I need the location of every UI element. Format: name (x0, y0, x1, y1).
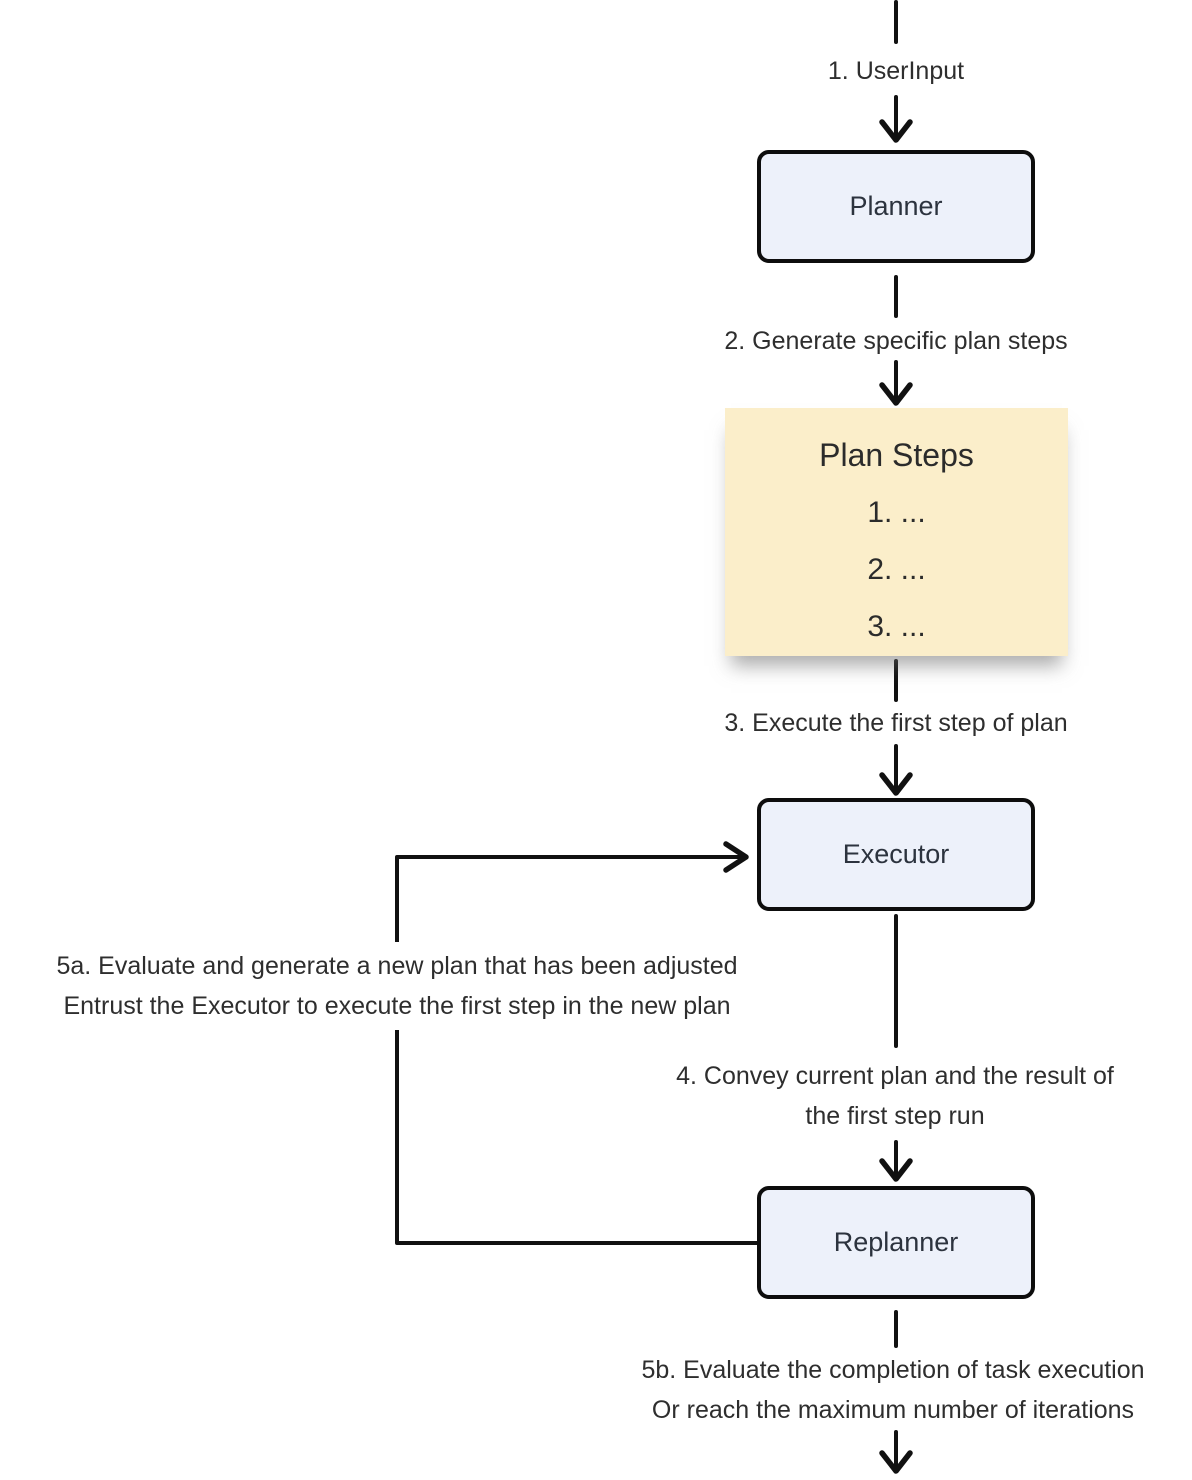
edge-userinput-to-planner (879, 95, 913, 143)
plan-step-item-2: 2. ... (867, 553, 926, 586)
plan-steps-box: Plan Steps 1. ... 2. ... 3. ... (725, 408, 1068, 656)
arrowhead-down-icon (879, 772, 913, 796)
step2-label: 2. Generate specific plan steps (724, 321, 1067, 361)
edge-label2-to-plansteps (879, 360, 913, 406)
edge-replanner-loop-to-executor (395, 841, 759, 1245)
step5b-line1: 5b. Evaluate the completion of task exec… (641, 1356, 1145, 1384)
step4-label: 4. Convey current plan and the result of… (676, 1056, 1114, 1136)
step5a-label: 5a. Evaluate and generate a new plan tha… (48, 942, 746, 1030)
step1-text: 1. UserInput (827, 57, 965, 85)
plan-steps-title: Plan Steps (819, 437, 974, 473)
planner-node: Planner (757, 150, 1035, 263)
executor-label: Executor (842, 839, 950, 869)
edge-label3-to-executor (879, 744, 913, 796)
step5b-line2: Or reach the maximum number of iteration… (651, 1396, 1135, 1424)
step5a-line1: 5a. Evaluate and generate a new plan tha… (56, 952, 738, 980)
plan-step-item-3: 3. ... (867, 610, 926, 643)
step3-label: 3. Execute the first step of plan (724, 703, 1067, 743)
arrowhead-down-icon (879, 119, 913, 143)
edge-label5b-out (879, 1430, 913, 1474)
step1-label: 1. UserInput (828, 51, 964, 91)
executor-node: Executor (757, 798, 1035, 911)
replanner-label: Replanner (833, 1227, 959, 1257)
step3-text: 3. Execute the first step of plan (724, 709, 1068, 737)
arrowhead-right-icon (723, 841, 749, 873)
edge-label4-to-replanner (879, 1140, 913, 1182)
step2-text: 2. Generate specific plan steps (724, 327, 1068, 355)
arrowhead-down-icon (879, 1158, 913, 1182)
planner-label: Planner (849, 191, 943, 221)
arrowhead-down-icon (879, 1450, 913, 1474)
replanner-node: Replanner (757, 1186, 1035, 1299)
step5b-label: 5b. Evaluate the completion of task exec… (641, 1350, 1144, 1430)
step4-line2: the first step run (805, 1102, 985, 1130)
step5a-line2: Entrust the Executor to execute the firs… (63, 992, 731, 1020)
arrowhead-down-icon (879, 382, 913, 406)
step4-line1: 4. Convey current plan and the result of (676, 1062, 1114, 1090)
plan-step-item-1: 1. ... (867, 496, 926, 529)
